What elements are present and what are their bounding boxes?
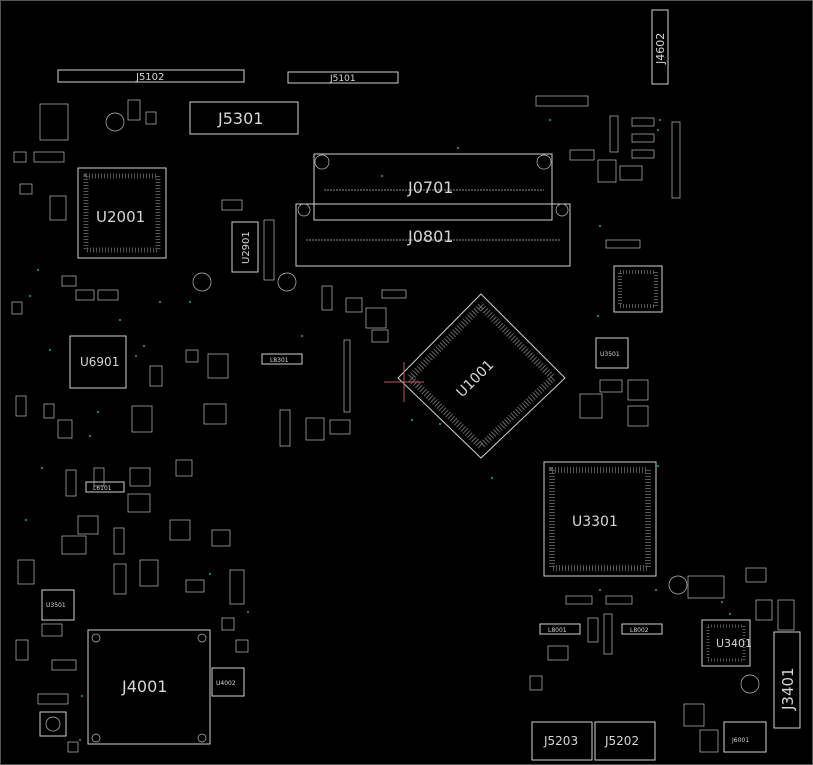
component-label: J0701 bbox=[407, 178, 453, 197]
chip-u2001[interactable]: U2001 bbox=[77, 167, 167, 259]
component-label: L6101 bbox=[93, 485, 112, 492]
component-label: J5101 bbox=[329, 74, 356, 84]
component-label: J5202 bbox=[604, 734, 639, 748]
dimm-slot-j0801[interactable]: J0801 bbox=[295, 203, 571, 267]
chip-u3501-left[interactable]: U3501 bbox=[41, 589, 75, 621]
chip-u6901[interactable]: U6901 bbox=[69, 335, 127, 389]
connector-j5102[interactable]: J5102 bbox=[57, 69, 245, 83]
chip-u2901[interactable]: U2901 bbox=[231, 221, 259, 273]
inductor-l8002[interactable]: L8002 bbox=[621, 623, 663, 635]
component-label: U3501 bbox=[46, 602, 66, 609]
component-label: J5203 bbox=[543, 734, 578, 748]
component-label: U3401 bbox=[716, 637, 752, 650]
component-label: J6001 bbox=[731, 737, 749, 744]
dimm-slot-j0701[interactable]: J0701 bbox=[313, 153, 553, 221]
vias bbox=[25, 119, 731, 741]
passive-components bbox=[11, 95, 795, 753]
inductor-l8301[interactable]: L8301 bbox=[261, 353, 303, 365]
connector-j6001[interactable]: J6001 bbox=[723, 721, 767, 753]
inductor-l8001[interactable]: L8001 bbox=[539, 623, 581, 635]
connector-j5202[interactable]: J5202 bbox=[594, 721, 656, 761]
component-label: J0801 bbox=[407, 227, 453, 246]
connector-j5101[interactable]: J5101 bbox=[287, 71, 399, 84]
component-label: U3301 bbox=[572, 514, 618, 530]
component-label: L8002 bbox=[630, 627, 649, 634]
component-label: U2001 bbox=[96, 208, 145, 226]
connector-j4602[interactable]: J4602 bbox=[651, 9, 669, 85]
connector-j4001[interactable]: J4001 bbox=[87, 629, 211, 745]
inductor-l6101[interactable]: L6101 bbox=[85, 481, 125, 493]
connector-j5301[interactable]: J5301 bbox=[189, 101, 299, 135]
component-label: U6901 bbox=[80, 355, 119, 369]
chip-u4002[interactable]: U4002 bbox=[211, 667, 245, 697]
component-label: J5301 bbox=[217, 109, 263, 128]
chip-small-lower-left[interactable] bbox=[39, 711, 67, 737]
component-label: L8301 bbox=[270, 357, 289, 364]
chip-u3401[interactable]: U3401 bbox=[701, 619, 752, 667]
connector-j3401[interactable]: J3401 bbox=[773, 631, 801, 729]
connector-j5203[interactable]: J5203 bbox=[531, 721, 593, 761]
component-label: J4001 bbox=[121, 677, 167, 696]
component-label: U4002 bbox=[216, 680, 236, 687]
component-label: L8001 bbox=[548, 627, 567, 634]
component-label: J5102 bbox=[135, 72, 164, 83]
chip-u3501-right[interactable]: U3501 bbox=[595, 337, 629, 369]
chip-u3301-gpu[interactable]: U3301 bbox=[543, 461, 657, 577]
component-label: J4602 bbox=[654, 33, 667, 65]
component-label: J3401 bbox=[779, 667, 797, 711]
component-label: U3501 bbox=[600, 351, 620, 358]
chip-bga-upper-right[interactable] bbox=[613, 265, 663, 313]
component-label: U2901 bbox=[241, 231, 252, 264]
